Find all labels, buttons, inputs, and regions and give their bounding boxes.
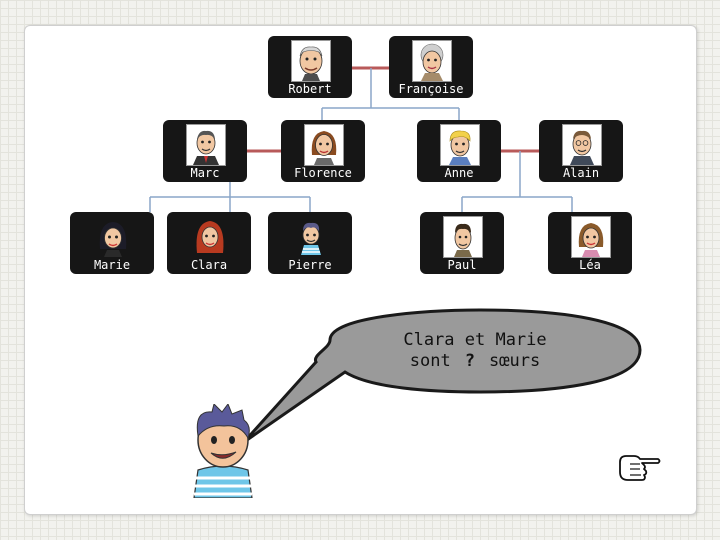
girl-red-hair-face-icon xyxy=(196,221,224,253)
person-card-marie[interactable]: Marie xyxy=(70,212,154,274)
person-name: Anne xyxy=(444,166,474,180)
portrait-marc xyxy=(186,124,226,166)
person-name: Pierre xyxy=(288,258,332,272)
person-name: Clara xyxy=(190,258,228,272)
question-prefix: sont xyxy=(409,351,451,371)
question-line-1: Clara et Marie xyxy=(403,330,547,350)
person-card-anne[interactable]: Anne xyxy=(417,120,501,182)
person-card-clara[interactable]: Clara xyxy=(167,212,251,274)
portrait-anne xyxy=(440,124,480,166)
question-suffix: sœurs xyxy=(489,351,541,371)
blonde-person-face-icon xyxy=(449,130,471,165)
descent-lines-gen1 xyxy=(321,68,460,120)
portrait-alain xyxy=(562,124,602,166)
person-name: Florence xyxy=(294,166,352,180)
woman-brown-hair-face-icon xyxy=(311,131,337,165)
portrait-marie xyxy=(93,216,133,258)
girl-dark-hair-face-icon xyxy=(99,222,127,257)
person-card-alain[interactable]: Alain xyxy=(539,120,623,182)
portrait-lea xyxy=(571,216,611,258)
person-card-lea[interactable]: Léa xyxy=(548,212,632,274)
girl-brown-hair-face-icon xyxy=(578,223,604,257)
descent-lines-anne-alain xyxy=(461,151,573,212)
person-name: Marc xyxy=(190,166,220,180)
person-card-robert[interactable]: Robert xyxy=(268,36,352,98)
man-suit-face-icon xyxy=(193,130,219,165)
question-line-2: sont? sœurs xyxy=(330,351,620,372)
speech-bubble xyxy=(242,308,642,444)
portrait-paul xyxy=(443,216,483,258)
person-card-pierre[interactable]: Pierre xyxy=(268,212,352,274)
portrait-francoise xyxy=(412,40,452,82)
person-card-florence[interactable]: Florence xyxy=(281,120,365,182)
person-card-francoise[interactable]: Françoise xyxy=(389,36,473,98)
elderly-woman-face-icon xyxy=(420,43,444,81)
answer-blank[interactable]: ? xyxy=(464,351,475,371)
elderly-man-face-icon xyxy=(299,46,323,81)
boy-face-icon xyxy=(301,222,321,255)
person-name: Marie xyxy=(93,258,131,272)
person-name: Paul xyxy=(447,258,477,272)
portrait-clara xyxy=(190,216,230,258)
person-name: Françoise xyxy=(398,82,464,96)
portrait-pierre xyxy=(291,216,331,258)
man-glasses-face-icon xyxy=(570,130,594,165)
person-name: Robert xyxy=(288,82,332,96)
narrator-boy xyxy=(193,404,253,498)
person-name: Léa xyxy=(579,258,601,272)
portrait-robert xyxy=(291,40,331,82)
portrait-florence xyxy=(304,124,344,166)
person-card-paul[interactable]: Paul xyxy=(420,212,504,274)
question-text: Clara et Marie sont? sœurs xyxy=(330,330,620,372)
person-name: Alain xyxy=(562,166,600,180)
boy-profile-face-icon xyxy=(454,223,472,257)
person-card-marc[interactable]: Marc xyxy=(163,120,247,182)
pointing-hand-icon[interactable] xyxy=(616,452,662,484)
